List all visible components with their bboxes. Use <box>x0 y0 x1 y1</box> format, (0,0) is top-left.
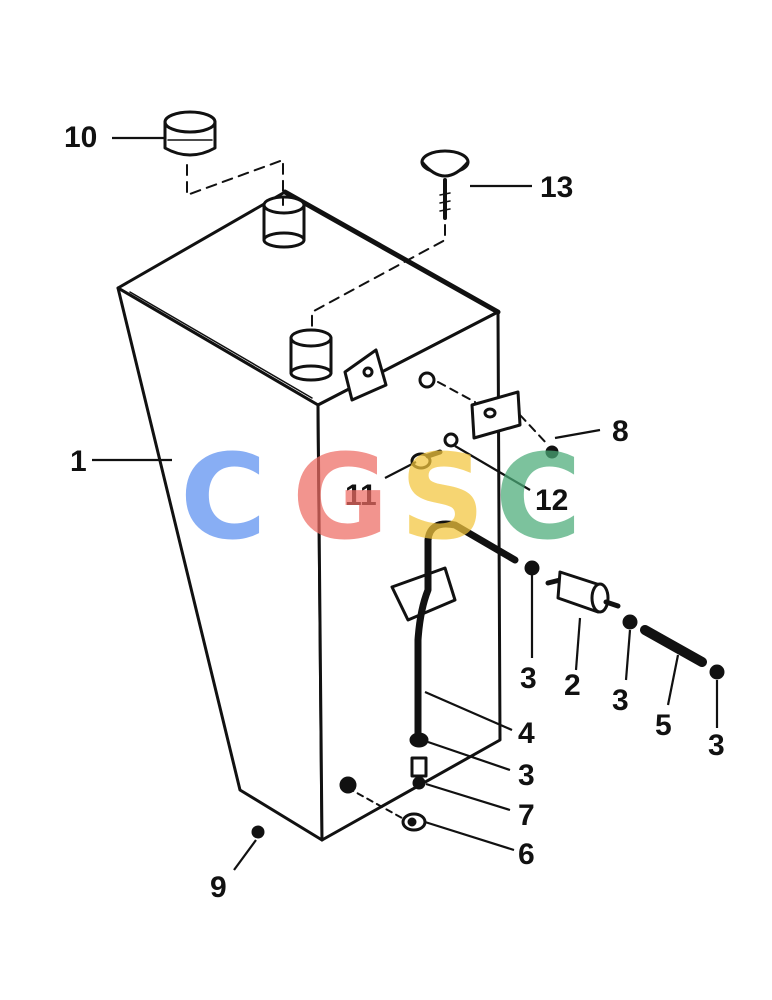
callout-6: 6 <box>518 838 535 871</box>
screw-icon <box>410 449 443 470</box>
leader-lines <box>92 136 719 871</box>
clamp-icon <box>709 664 725 680</box>
callout-3: 3 <box>708 729 725 762</box>
assembly-line-breather <box>311 224 446 331</box>
callout-1: 1 <box>70 445 87 478</box>
callout-11: 11 <box>345 479 377 512</box>
callout-10: 10 <box>64 121 97 154</box>
hose <box>414 520 519 739</box>
watermark: C G S C <box>180 428 582 566</box>
callout-5: 5 <box>655 709 672 742</box>
callout-12: 12 <box>535 484 568 517</box>
filler-neck-front <box>289 328 333 382</box>
hose-piece <box>640 625 707 667</box>
assembly-line-cap <box>186 159 284 206</box>
callout-3: 3 <box>520 662 537 695</box>
tank-cap <box>163 110 217 157</box>
bracket-nut-icon <box>418 371 436 389</box>
callout-2: 2 <box>564 669 581 702</box>
watermark-letter: C <box>495 428 582 566</box>
clamp-icon <box>622 614 638 630</box>
callout-3: 3 <box>612 684 629 717</box>
callout-4: 4 <box>518 717 535 750</box>
tank-right-face <box>316 310 502 842</box>
bottom-plug-icon <box>251 825 265 839</box>
callout-13: 13 <box>540 171 573 204</box>
breather <box>420 149 470 220</box>
watermark-letter: G <box>292 428 389 566</box>
nut-icon <box>545 445 559 459</box>
drain-plug <box>401 812 427 832</box>
assembly-line-bracket <box>437 381 549 446</box>
side-bracket <box>470 390 522 440</box>
fitting <box>410 756 428 790</box>
watermark-letter: C <box>180 428 267 566</box>
watermark-letter: S <box>400 428 485 566</box>
filter <box>545 570 621 614</box>
callout-3: 3 <box>518 759 535 792</box>
washer-icon <box>443 432 459 448</box>
callout-7: 7 <box>518 799 535 832</box>
clamp-icon <box>524 560 540 576</box>
drain-hole-icon <box>339 776 357 794</box>
callout-8: 8 <box>612 415 629 448</box>
assembly-line-drain <box>347 787 403 819</box>
callout-9: 9 <box>210 871 227 904</box>
clamp-icon <box>409 732 429 748</box>
